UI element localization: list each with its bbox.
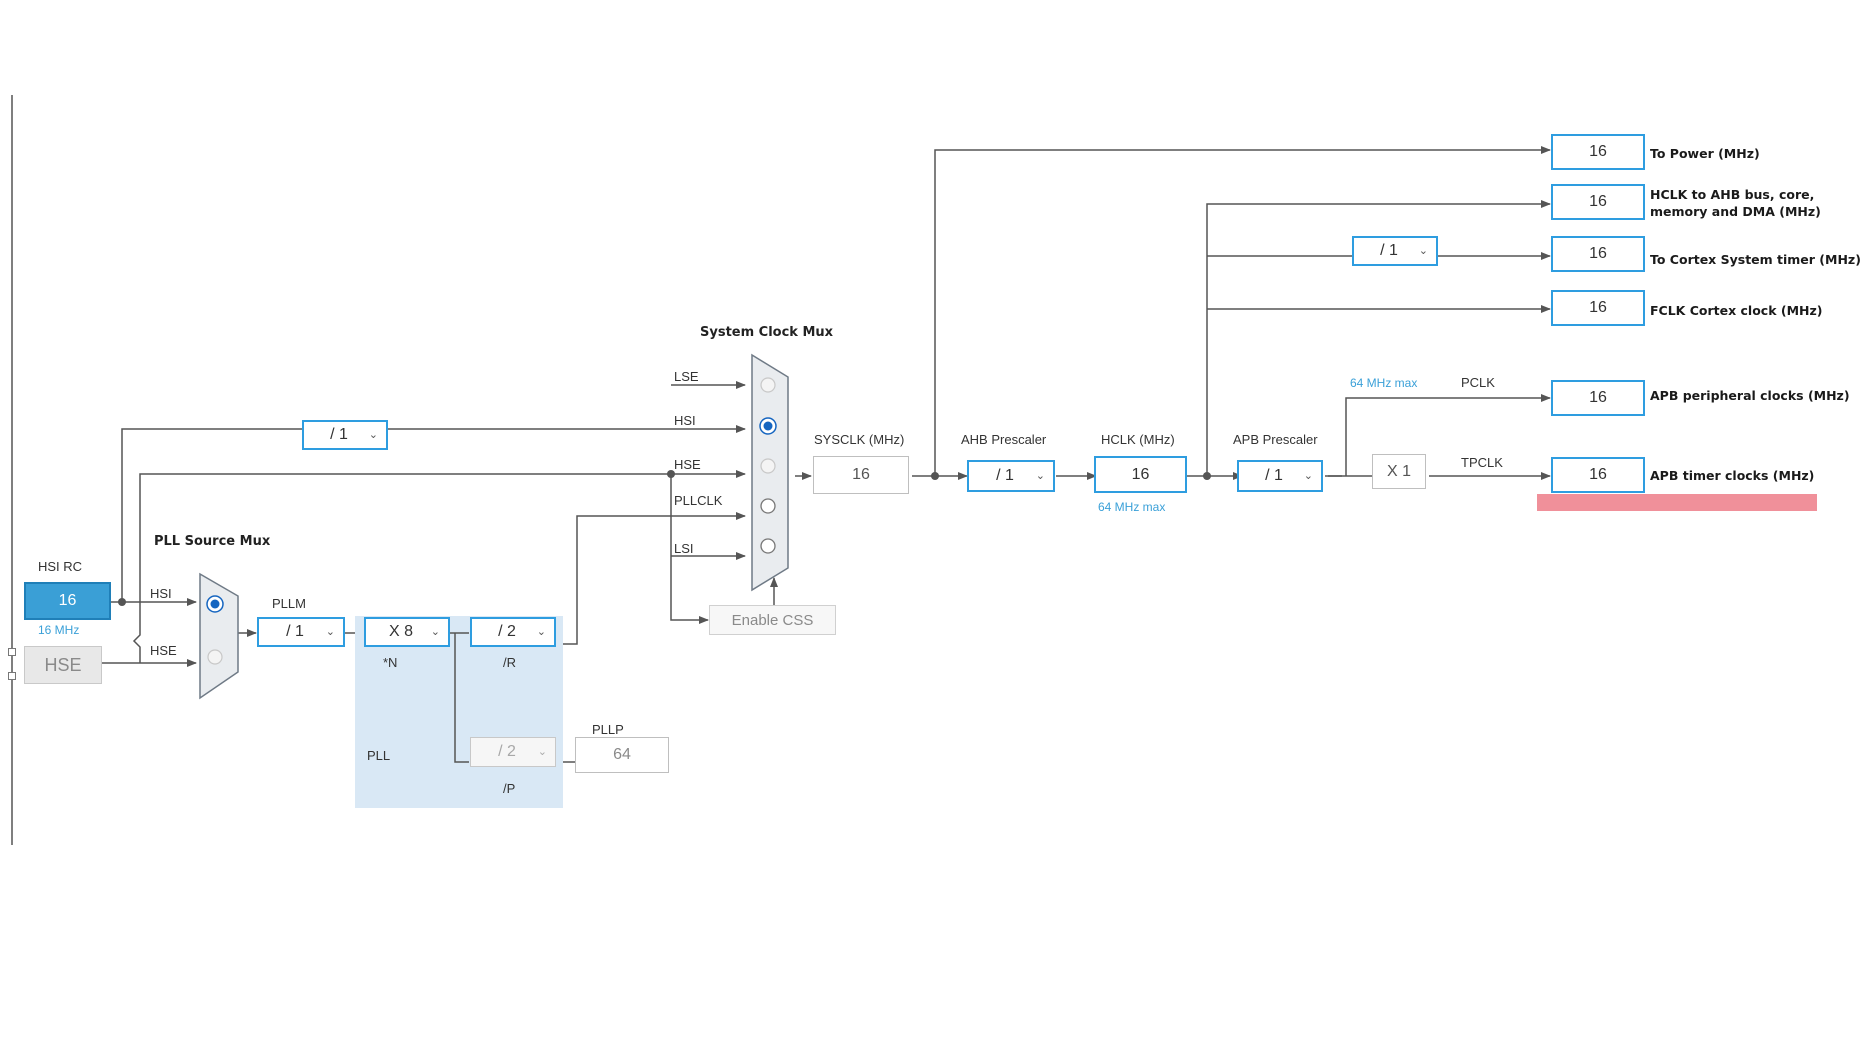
output-apb-peripheral-value[interactable]: 16 xyxy=(1551,380,1645,416)
sys-mux-input-lsi-label: LSI xyxy=(674,541,694,556)
output-to-power-value[interactable]: 16 xyxy=(1551,134,1645,170)
hsi-rc-value[interactable]: 16 xyxy=(24,582,111,620)
chevron-down-icon: ⌄ xyxy=(537,745,547,758)
pll-mux-input-hse-label: HSE xyxy=(150,643,177,658)
output-apb-peripheral-label: APB peripheral clocks (MHz) xyxy=(1650,388,1850,403)
hsi-rc-label: HSI RC xyxy=(38,559,83,574)
cortex-timer-divider-value: / 1 xyxy=(1380,242,1398,259)
hsi-pin xyxy=(8,648,16,656)
hse-source[interactable]: HSE xyxy=(24,646,102,684)
sysclk-value: 16 xyxy=(813,456,909,494)
tpclk-label: TPCLK xyxy=(1461,455,1503,470)
apb-prescaler-select[interactable]: / 1 ⌄ xyxy=(1237,460,1323,492)
output-cortex-timer-value[interactable]: 16 xyxy=(1551,236,1645,272)
chevron-down-icon: ⌄ xyxy=(1418,244,1428,257)
pll-n-label: *N xyxy=(383,655,398,670)
ahb-prescaler-value: / 1 xyxy=(996,467,1014,484)
cortex-timer-divider-select[interactable]: / 1 ⌄ xyxy=(1352,236,1438,266)
sys-mux-radio-hsi[interactable] xyxy=(758,416,778,436)
output-to-power-label: To Power (MHz) xyxy=(1650,146,1760,161)
pllp-value: 64 xyxy=(575,737,669,773)
hclk-value[interactable]: 16 xyxy=(1094,456,1187,493)
pll-r-label: /R xyxy=(503,655,516,670)
pclk-label: PCLK xyxy=(1461,375,1495,390)
output-fclk-value[interactable]: 16 xyxy=(1551,290,1645,326)
chevron-down-icon: ⌄ xyxy=(1303,469,1313,482)
hsi-rc-frequency: 16 MHz xyxy=(38,623,80,637)
hsi-divider-value: / 1 xyxy=(330,426,348,443)
sys-mux-input-hsi-label: HSI xyxy=(674,413,696,428)
enable-css-button[interactable]: Enable CSS xyxy=(709,605,836,635)
pll-mux-radio-hse[interactable] xyxy=(205,647,225,667)
pllm-label: PLLM xyxy=(272,596,306,611)
apb-timer-warning-bar xyxy=(1537,494,1817,511)
pllm-value: / 1 xyxy=(286,623,304,640)
output-hclk-ahb-label: HCLK to AHB bus, core, memory and DMA (M… xyxy=(1650,187,1821,219)
pll-p-select[interactable]: / 2 ⌄ xyxy=(470,737,556,767)
output-cortex-timer-label: To Cortex System timer (MHz) xyxy=(1650,252,1861,267)
chevron-down-icon: ⌄ xyxy=(430,625,440,638)
pll-n-select[interactable]: X 8 ⌄ xyxy=(364,617,450,647)
hclk-label: HCLK (MHz) xyxy=(1101,432,1175,447)
pll-p-value: / 2 xyxy=(498,743,516,760)
pll-area-label: PLL xyxy=(367,748,391,763)
output-hclk-ahb-value[interactable]: 16 xyxy=(1551,184,1645,220)
pll-r-select[interactable]: / 2 ⌄ xyxy=(470,617,556,647)
pllp-label: PLLP xyxy=(592,722,624,737)
pll-r-value: / 2 xyxy=(498,623,516,640)
pll-n-value: X 8 xyxy=(388,623,413,640)
system-clock-mux-title: System Clock Mux xyxy=(700,325,834,340)
sysclk-label: SYSCLK (MHz) xyxy=(814,432,905,447)
sys-mux-input-pllclk-label: PLLCLK xyxy=(674,493,723,508)
sys-mux-input-hse-label: HSE xyxy=(674,457,701,472)
chevron-down-icon: ⌄ xyxy=(325,625,335,638)
pll-p-label: /P xyxy=(503,781,516,796)
pll-mux-radio-hsi[interactable] xyxy=(205,594,225,614)
chevron-down-icon: ⌄ xyxy=(368,428,378,441)
pclk-max: 64 MHz max xyxy=(1350,376,1418,390)
hclk-max: 64 MHz max xyxy=(1098,500,1166,514)
chevron-down-icon: ⌄ xyxy=(1035,469,1045,482)
apb-prescaler-value: / 1 xyxy=(1265,467,1283,484)
sys-mux-radio-pllclk[interactable] xyxy=(758,496,778,516)
pll-source-mux-title: PLL Source Mux xyxy=(154,534,271,549)
ahb-prescaler-label: AHB Prescaler xyxy=(961,432,1047,447)
ahb-prescaler-select[interactable]: / 1 ⌄ xyxy=(967,460,1055,492)
output-fclk-label: FCLK Cortex clock (MHz) xyxy=(1650,303,1823,318)
hse-pin xyxy=(8,672,16,680)
pllm-select[interactable]: / 1 ⌄ xyxy=(257,617,345,647)
pll-area xyxy=(355,616,563,808)
pll-mux-input-hsi-label: HSI xyxy=(150,586,172,601)
output-apb-timer-label: APB timer clocks (MHz) xyxy=(1650,468,1815,483)
apb-prescaler-label: APB Prescaler xyxy=(1233,432,1318,447)
output-apb-timer-value[interactable]: 16 xyxy=(1551,457,1645,493)
timer-multiplier: X 1 xyxy=(1372,454,1426,489)
sys-mux-radio-lsi[interactable] xyxy=(758,536,778,556)
sys-mux-input-lse-label: LSE xyxy=(674,369,699,384)
chevron-down-icon: ⌄ xyxy=(536,625,546,638)
sys-mux-radio-hse[interactable] xyxy=(758,456,778,476)
hsi-divider-select[interactable]: / 1 ⌄ xyxy=(302,420,388,450)
sys-mux-radio-lse[interactable] xyxy=(758,375,778,395)
